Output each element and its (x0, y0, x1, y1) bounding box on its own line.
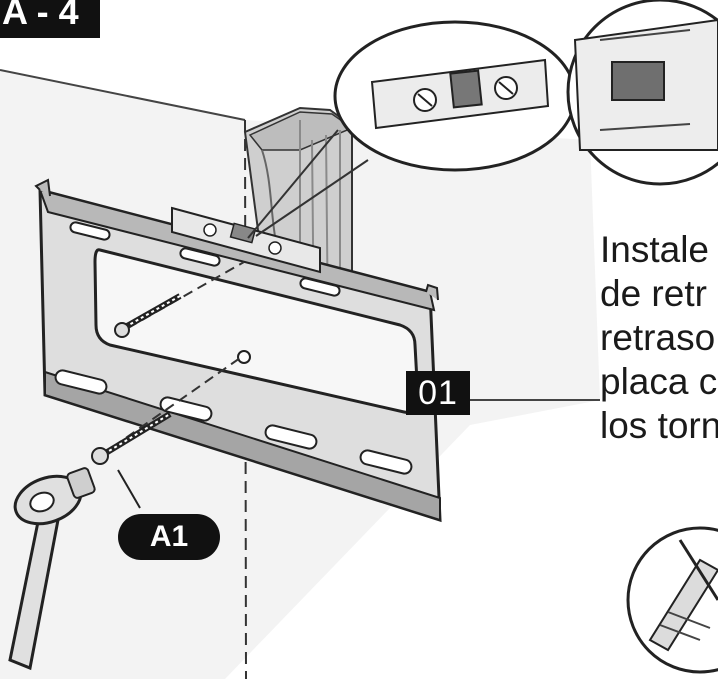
lag-bolt-icon (91, 261, 245, 509)
callout-lines (247, 129, 369, 239)
part-label-01: 01 (406, 371, 470, 415)
instruction-line: retraso (600, 317, 716, 358)
instruction-line: de retr (600, 273, 707, 314)
instructions-text: Instale de retr retraso placa c los torn (600, 228, 718, 448)
hardware-badge-a1: A1 (118, 514, 220, 560)
bubble-detail-callout (566, 0, 718, 186)
level-detail-callout (333, 20, 577, 172)
instruction-line: placa c (600, 361, 718, 402)
instruction-line: Instale (600, 229, 710, 270)
step-header: A - 4 (0, 0, 100, 38)
drill-bit-icon (626, 526, 718, 674)
wrench-icon (8, 467, 96, 671)
instruction-line: los torn (600, 405, 718, 446)
